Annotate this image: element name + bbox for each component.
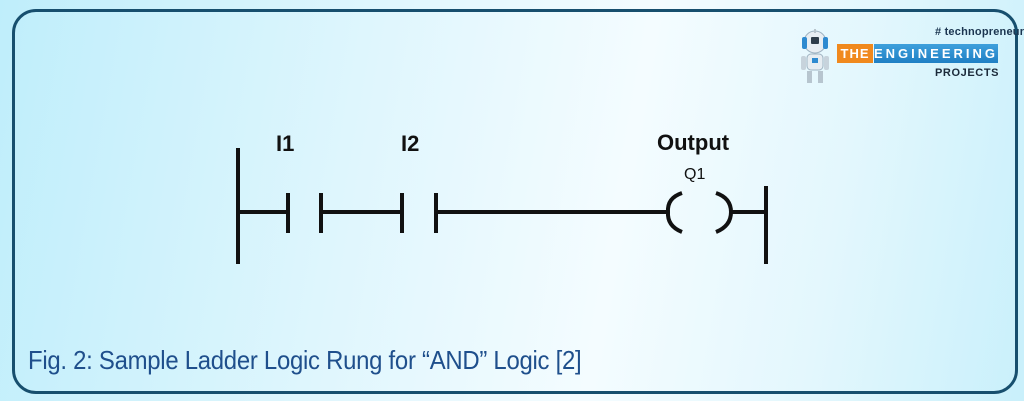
robot-icon bbox=[801, 29, 829, 83]
figure-frame bbox=[12, 9, 1018, 394]
logo: # technopreneur THE ENGINEERING PROJECTS bbox=[795, 26, 1024, 86]
contact-i2-label: I2 bbox=[401, 131, 420, 156]
logo-projects: PROJECTS bbox=[935, 67, 1000, 79]
coil-left-arc bbox=[665, 191, 683, 234]
logo-engineering: ENGINEERING bbox=[874, 44, 999, 63]
coil-output-label: Output bbox=[657, 130, 730, 155]
figure-caption: Fig. 2: Sample Ladder Logic Rung for “AN… bbox=[28, 345, 582, 375]
coil-right-arc bbox=[715, 191, 734, 234]
coil-q1-label: Q1 bbox=[684, 166, 706, 183]
logo-the: THE bbox=[837, 44, 873, 63]
logo-tagline: # technopreneur bbox=[935, 26, 1024, 38]
contact-i1-label: I1 bbox=[276, 131, 295, 156]
